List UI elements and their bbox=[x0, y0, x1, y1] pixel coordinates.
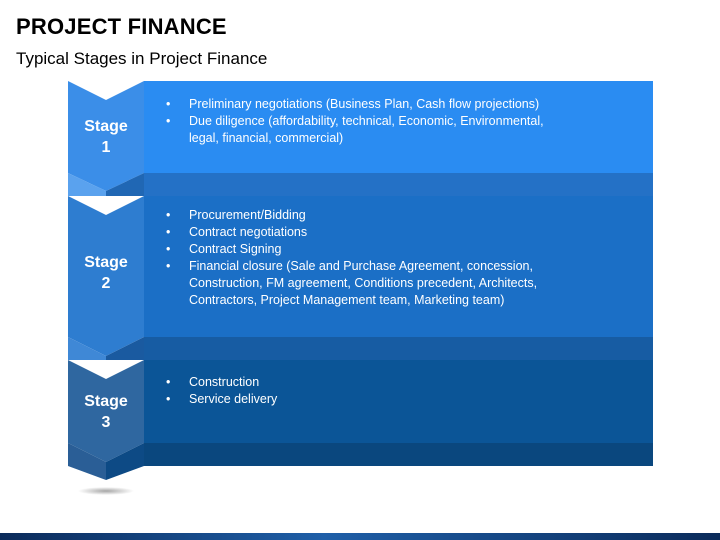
stage-2-arrow-fold-dark bbox=[106, 337, 144, 360]
stage-3-label-number: 3 bbox=[101, 414, 111, 431]
stage-1-bullet-list: Preliminary negotiations (Business Plan,… bbox=[166, 96, 566, 147]
stage-1-bullet-item: Due diligence (affordability, technical,… bbox=[166, 113, 566, 147]
stage-3-arrow-tip bbox=[68, 443, 106, 480]
stage-1-band bbox=[144, 173, 653, 196]
stage-1-arrow-fold-dark bbox=[106, 173, 144, 196]
stage-2-bullet-item: Contract negotiations bbox=[166, 224, 546, 241]
stage-2-bullet-item: Procurement/Bidding bbox=[166, 207, 546, 224]
stage-2-label-number: 2 bbox=[101, 275, 111, 292]
stage-2-label-word: Stage bbox=[84, 254, 128, 271]
stage-1-label-number: 1 bbox=[101, 139, 111, 156]
stage-3-arrow-tip-dark bbox=[106, 443, 144, 480]
stage-2-band bbox=[144, 337, 653, 360]
stage-1-bullet-item: Preliminary negotiations (Business Plan,… bbox=[166, 96, 566, 113]
stage-3-label-word: Stage bbox=[84, 393, 128, 410]
stage-2-bullet-item: Financial closure (Sale and Purchase Agr… bbox=[166, 258, 546, 309]
stage-1-arrow-fold bbox=[68, 173, 106, 196]
stage-3-bullet-item: Service delivery bbox=[166, 391, 646, 408]
stage-3-bottom-shadow bbox=[78, 487, 134, 495]
stage-3-bullet-list: Construction Service delivery bbox=[166, 374, 646, 408]
footer-bar bbox=[0, 533, 720, 540]
stage-1-label-word: Stage bbox=[84, 118, 128, 135]
stage-2-arrow bbox=[68, 196, 144, 356]
slide-title: PROJECT FINANCE bbox=[16, 14, 227, 39]
stage-2-bullet-list: Procurement/Bidding Contract negotiation… bbox=[166, 207, 546, 309]
stage-2-arrow-fold bbox=[68, 337, 106, 360]
slide-subtitle: Typical Stages in Project Finance bbox=[16, 49, 268, 68]
stage-3-arrow bbox=[68, 360, 144, 462]
stage-3-bullet-item: Construction bbox=[166, 374, 646, 391]
stage-2-bullet-item: Contract Signing bbox=[166, 241, 546, 258]
stage-1-label: Stage 1 bbox=[68, 116, 144, 158]
stage-3-band bbox=[144, 443, 653, 466]
stage-3-label: Stage 3 bbox=[68, 391, 144, 433]
stage-2-label: Stage 2 bbox=[68, 252, 144, 294]
stage-1-arrow bbox=[68, 81, 144, 191]
